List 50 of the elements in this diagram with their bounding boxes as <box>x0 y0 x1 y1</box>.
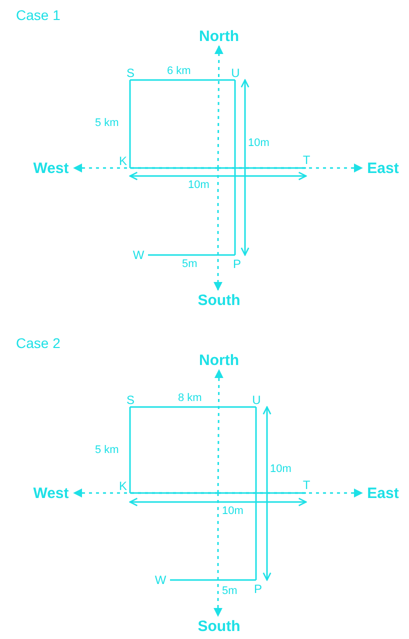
path-segment <box>170 579 256 581</box>
direction-label: East <box>362 484 404 502</box>
point-label: S <box>124 393 137 407</box>
path-segment <box>234 80 236 255</box>
point-label: W <box>130 247 147 263</box>
point-label: W <box>152 572 169 588</box>
distance-label: 8 km <box>178 393 202 404</box>
point-label: T <box>300 152 313 168</box>
case-heading: Case 1 <box>16 8 60 22</box>
direction-arrow <box>214 168 222 291</box>
path-segment <box>129 80 131 168</box>
point-label: T <box>300 477 313 493</box>
point-label: P <box>231 256 243 272</box>
edge-label: 10m <box>222 506 244 517</box>
path-segment <box>148 254 235 256</box>
point-label: U <box>250 393 263 407</box>
edge-label: 10m <box>248 138 270 149</box>
direction-label: South <box>194 616 244 636</box>
distance-label: 6 km <box>167 66 191 77</box>
distance-label: 5m <box>182 259 198 270</box>
direction-label: West <box>28 159 74 177</box>
direction-label: North <box>196 26 242 46</box>
path-segment <box>130 406 256 408</box>
point-label: P <box>252 581 264 597</box>
direction-arrow <box>214 45 224 168</box>
case-heading: Case 2 <box>16 336 60 350</box>
path-segment <box>240 79 250 256</box>
path-segment <box>129 172 307 180</box>
path-segment <box>255 407 257 580</box>
direction-label: South <box>194 290 244 310</box>
point-label: K <box>116 479 130 493</box>
path-segment <box>130 79 235 81</box>
distance-label: 5 km <box>95 445 119 456</box>
direction-label: East <box>362 159 404 177</box>
edge-label: 10m <box>270 464 292 475</box>
distance-label: 5m <box>222 586 238 597</box>
direction-label: West <box>28 484 74 502</box>
edge-label: 10m <box>188 180 210 191</box>
direction-arrow <box>214 493 222 617</box>
point-label: K <box>116 154 130 168</box>
path-segment <box>129 407 131 493</box>
path-segment <box>129 498 307 506</box>
path-segment <box>130 492 306 494</box>
point-label: S <box>124 66 137 80</box>
path-segment <box>130 167 306 169</box>
path-segment <box>262 406 272 581</box>
direction-label: North <box>196 350 242 370</box>
distance-label: 5 km <box>95 118 119 129</box>
direction-arrow <box>214 369 224 493</box>
point-label: U <box>229 66 242 80</box>
